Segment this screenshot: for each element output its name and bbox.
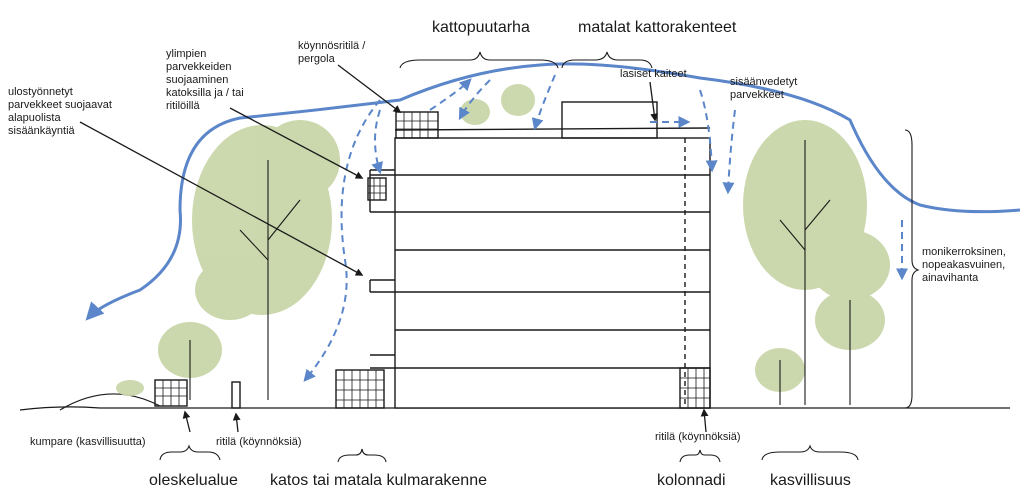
- building: [154, 101, 711, 409]
- pergola-grid: [395, 111, 439, 139]
- label-kynnosritila-pergola: köynnösritilä / pergola: [298, 40, 366, 65]
- mound: [59, 393, 161, 411]
- brace-katos: [337, 448, 387, 463]
- leader-lines: [79, 64, 709, 433]
- label-kattopuutarha: kattopuutarha: [432, 19, 530, 36]
- braces: [159, 51, 920, 463]
- label-ritila-right: ritilä (köynnöksiä): [655, 431, 741, 443]
- label-monikerroksinen: monikerroksinen, nopeakasvuinen, ainavih…: [922, 246, 1006, 284]
- roof-railing: [394, 127, 711, 131]
- label-lasiset-kaiteet: lasiset kaiteet: [620, 68, 687, 80]
- label-matalat-kattorakenteet: matalat kattorakenteet: [578, 19, 737, 36]
- wind-flow-line: [85, 62, 1021, 321]
- brace-monikerroksinen: [904, 129, 920, 409]
- building-body: [394, 137, 711, 409]
- label-kumpare: kumpare (kasvillisuutta): [30, 436, 146, 448]
- brace-oleskelualue: [159, 444, 221, 461]
- label-oleskelualue: oleskelualue: [149, 472, 238, 489]
- brace-kattopuutarha: [399, 51, 559, 69]
- wind-dashed-arrows: [303, 74, 908, 382]
- floor-lines: [370, 174, 710, 369]
- label-ritila-left: ritilä (köynnöksiä): [216, 436, 302, 448]
- brace-kolonnadi: [679, 449, 721, 463]
- label-sisaanvedetyt: sisäänvedetyt parvekkeet: [730, 76, 798, 101]
- balcony-grid: [367, 177, 387, 201]
- brace-matalat: [561, 51, 653, 69]
- brace-kasvillisuus: [761, 444, 859, 461]
- tree-trunks: [189, 140, 851, 405]
- label-kasvillisuus: kasvillisuus: [770, 472, 851, 489]
- label-katos: katos tai matala kulmarakenne: [270, 472, 487, 489]
- rooftop-structure: [561, 101, 658, 139]
- label-kolonnadi: kolonnadi: [657, 472, 726, 489]
- label-ulostyonnetyt: ulostyönnetyt parvekkeet suojaavat alapu…: [8, 86, 112, 137]
- label-ylimpien-parvekkeiden: ylimpien parvekkeiden suojaaminen katoks…: [166, 48, 244, 112]
